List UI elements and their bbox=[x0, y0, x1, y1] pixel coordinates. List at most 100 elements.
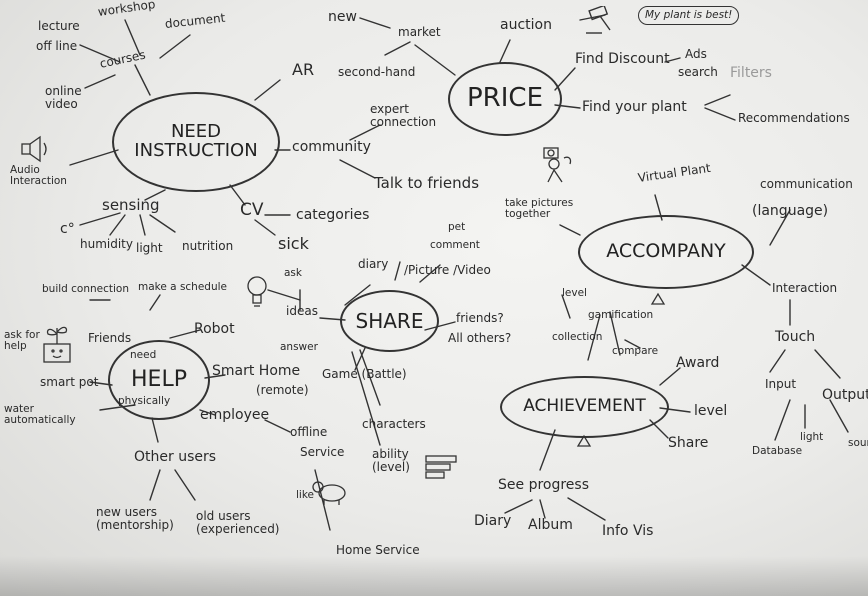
accompany-hub: ACCOMPANY bbox=[578, 215, 754, 289]
help-label: HELP bbox=[131, 367, 187, 393]
service-text: Service bbox=[300, 445, 345, 459]
diary-share-text: diary bbox=[358, 257, 389, 271]
need-instruction-hub: NEED INSTRUCTION bbox=[112, 92, 280, 192]
water-automatically-text: water automatically bbox=[4, 403, 76, 427]
build-connection-text: build connection bbox=[42, 283, 130, 295]
people-camera-icon bbox=[543, 147, 572, 183]
triangle-mark-icon bbox=[650, 292, 666, 305]
friends-help-text: Friends bbox=[88, 331, 132, 345]
level-top-text: level bbox=[562, 287, 587, 299]
online-video-text: online video bbox=[45, 84, 82, 111]
friends-share-text: friends? bbox=[456, 311, 504, 325]
ability-level-text: ability (level) bbox=[372, 447, 410, 474]
sensing-text: sensing bbox=[102, 196, 160, 214]
smart-pot-text: smart pot bbox=[40, 375, 99, 389]
cv-text: CV bbox=[240, 200, 264, 220]
ask-text: ask bbox=[284, 267, 302, 279]
remote-text: (remote) bbox=[256, 383, 309, 397]
characters-text: characters bbox=[362, 417, 426, 431]
take-pictures-text: take pictures together bbox=[505, 197, 574, 221]
new-users-text: new users (mentorship) bbox=[96, 505, 174, 532]
database-text: Database bbox=[752, 445, 803, 457]
old-users-text: old users (experienced) bbox=[196, 509, 280, 536]
recommendations-text: Recommendations bbox=[738, 111, 850, 125]
light-text: light bbox=[136, 241, 163, 255]
community-text: community bbox=[292, 139, 371, 155]
lecture-text: lecture bbox=[38, 19, 80, 33]
dog-icon bbox=[312, 481, 346, 505]
ar-text: AR bbox=[292, 60, 315, 79]
output-text: Output bbox=[822, 387, 868, 403]
gavel-icon bbox=[586, 6, 611, 34]
share-achievement-text: Share bbox=[668, 435, 709, 451]
compare-text: compare bbox=[612, 345, 659, 357]
offline-help-text: offline bbox=[290, 425, 328, 439]
album-text: Album bbox=[528, 517, 573, 533]
celsius-text: c° bbox=[60, 221, 75, 237]
smart-home-text: Smart Home bbox=[212, 363, 301, 379]
achievement-label: ACHIEVEMENT bbox=[523, 396, 646, 417]
pet-text: pet bbox=[448, 221, 466, 233]
award-text: Award bbox=[676, 355, 720, 371]
answer-text: answer bbox=[280, 341, 318, 353]
plant-pot-icon bbox=[43, 326, 71, 363]
speaker-icon bbox=[21, 135, 47, 163]
employee-text: employee bbox=[200, 407, 270, 423]
see-progress-text: See progress bbox=[498, 477, 589, 493]
game-battle-text: Game (Battle) bbox=[322, 367, 407, 381]
ideas-text: ideas bbox=[286, 304, 318, 318]
info-vis-text: Info Vis bbox=[602, 523, 654, 539]
lightbulb-icon bbox=[247, 276, 267, 307]
find-your-plant-text: Find your plant bbox=[582, 99, 687, 115]
sick-text: sick bbox=[278, 234, 309, 253]
level-bars-icon bbox=[425, 455, 457, 479]
filters-text: Filters bbox=[730, 65, 772, 81]
input-text: Input bbox=[765, 377, 797, 391]
like-text: like bbox=[296, 489, 315, 501]
expert-connection-text: expert connection bbox=[370, 102, 437, 129]
all-others-text: All others? bbox=[448, 331, 512, 345]
comment-text: comment bbox=[430, 239, 480, 251]
other-users-text: Other users bbox=[134, 449, 217, 465]
offline-text: off line bbox=[36, 39, 78, 53]
diary-text: Diary bbox=[474, 513, 512, 529]
help-hub: HELP bbox=[108, 340, 210, 420]
share-hub: SHARE bbox=[340, 290, 439, 352]
language-text: (language) bbox=[752, 203, 829, 219]
level-text: level bbox=[694, 403, 728, 419]
gamification-text: gamification bbox=[588, 309, 654, 321]
achievement-hub: ACHIEVEMENT bbox=[500, 376, 669, 438]
nutrition-text: nutrition bbox=[182, 239, 234, 253]
find-discount-text: Find Discount bbox=[575, 51, 670, 67]
touch-text: Touch bbox=[775, 329, 816, 345]
communication-text: communication bbox=[760, 177, 853, 191]
need-text: need bbox=[130, 349, 157, 361]
auction-text: auction bbox=[500, 17, 552, 33]
accompany-label: ACCOMPANY bbox=[606, 240, 726, 263]
need-instruction-label: NEED INSTRUCTION bbox=[134, 121, 258, 161]
market-text: market bbox=[398, 25, 441, 39]
new-text: new bbox=[328, 9, 357, 25]
sound-text: sound bbox=[848, 437, 868, 449]
price-hub: PRICE bbox=[448, 62, 562, 136]
talk-to-friends-text: Talk to friends bbox=[374, 174, 480, 192]
interaction-text: Interaction bbox=[772, 281, 838, 295]
categories-text: categories bbox=[296, 207, 370, 223]
second-hand-text: second-hand bbox=[338, 65, 416, 79]
robot-text: Robot bbox=[194, 321, 235, 337]
speech-bubble-text: My plant is best! bbox=[638, 6, 740, 26]
home-service-text: Home Service bbox=[336, 543, 420, 557]
physically-text: physically bbox=[118, 395, 171, 407]
search-text: search bbox=[678, 65, 718, 79]
triangle-mark-2-icon bbox=[576, 434, 592, 447]
audio-interaction-text: Audio Interaction bbox=[10, 164, 67, 188]
price-label: PRICE bbox=[467, 83, 543, 114]
make-schedule-text: make a schedule bbox=[138, 281, 227, 293]
humidity-text: humidity bbox=[80, 237, 133, 251]
share-label: SHARE bbox=[355, 308, 424, 333]
picture-video-text: /Picture /Video bbox=[404, 263, 491, 277]
collection-text: collection bbox=[552, 331, 603, 343]
light-output-text: light bbox=[800, 431, 824, 443]
ads-text: Ads bbox=[685, 47, 707, 61]
